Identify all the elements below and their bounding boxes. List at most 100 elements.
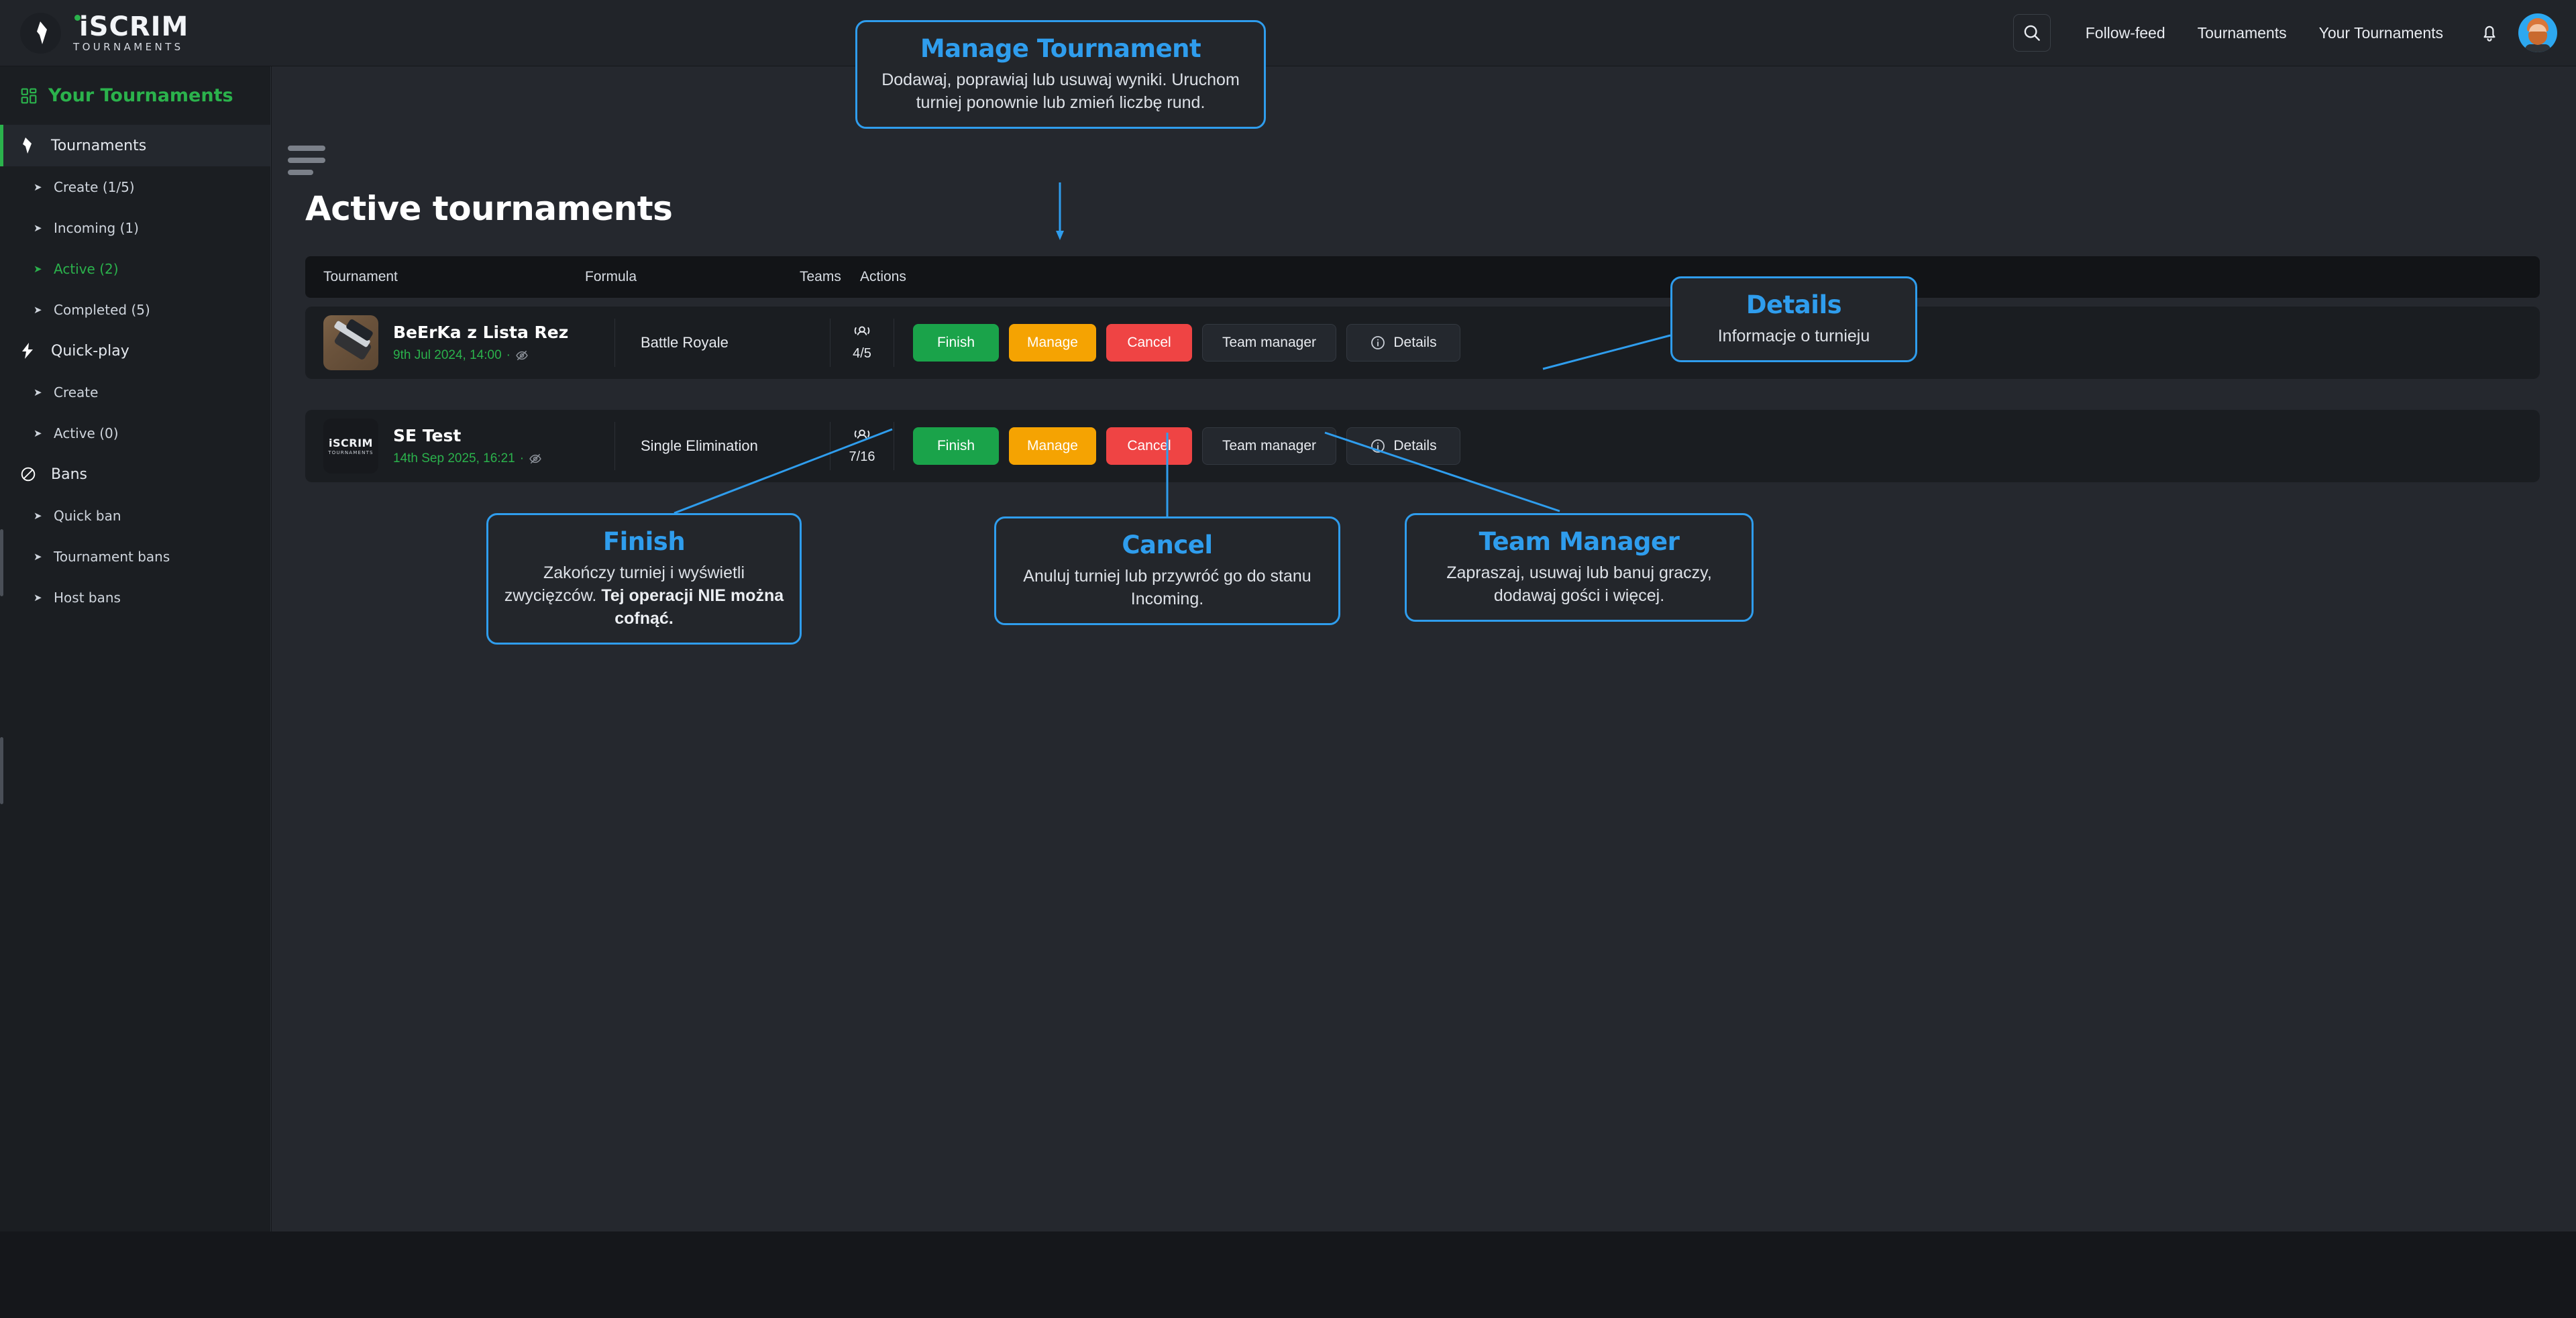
- tournament-name[interactable]: SE Test: [393, 426, 462, 445]
- knife-photo-thumbnail[interactable]: [323, 315, 378, 370]
- sidebar-group-label: Tournaments: [51, 137, 147, 154]
- finish-button[interactable]: Finish: [913, 427, 999, 465]
- sidebar-item-active[interactable]: ➤ Active (2): [0, 248, 270, 289]
- callout-manage-tournament: Manage Tournament Dodawaj, poprawiaj lub…: [855, 20, 1266, 129]
- search-button[interactable]: [2012, 14, 2051, 52]
- chevron-right-icon: ➤: [34, 221, 42, 234]
- manage-button[interactable]: Manage: [1009, 427, 1096, 465]
- sidebar-title: Your Tournaments: [0, 66, 270, 125]
- callout-body-plain: Zakończy turniej i wyświetli zwycięzców.: [504, 563, 745, 606]
- nav-link-your-tournaments[interactable]: Your Tournaments: [2318, 23, 2443, 42]
- sidebar-group-label: Quick-play: [51, 342, 129, 360]
- finish-button[interactable]: Finish: [913, 324, 999, 362]
- brand-subtitle: TOURNAMENTS: [73, 41, 184, 53]
- sidebar-item-label: Incoming (1): [54, 219, 139, 236]
- manage-button[interactable]: Manage: [1009, 324, 1096, 362]
- sidebar-item-host-bans[interactable]: ➤ Host bans: [0, 577, 270, 618]
- row-actions: Finish Manage Cancel Team manager Detail…: [894, 427, 1460, 465]
- nav-link-follow-feed[interactable]: Follow-feed: [2085, 23, 2165, 42]
- callout-title: Team Manager: [1479, 527, 1680, 556]
- callout-body-bold: Tej operacji NIE można cofnąć.: [601, 586, 784, 628]
- tournament-name[interactable]: BeErKa z Lista Rez: [393, 323, 569, 342]
- brand-logo[interactable]: iSCRIM TOURNAMENTS: [20, 12, 189, 54]
- main-content: Active tournaments Tournament Formula Te…: [272, 66, 2576, 1231]
- sidebar-item-completed[interactable]: ➤ Completed (5): [0, 289, 270, 330]
- tournament-name-cell: BeErKa z Lista Rez 9th Jul 2024, 14:00 ·: [393, 323, 614, 363]
- sidebar-item-incoming[interactable]: ➤ Incoming (1): [0, 207, 270, 248]
- column-header-tournament: Tournament: [323, 269, 398, 284]
- chevron-right-icon: ➤: [34, 427, 42, 439]
- grid-dashboard-icon: [21, 88, 37, 103]
- nav-link-tournaments[interactable]: Tournaments: [2197, 23, 2287, 42]
- sidebar-item-label: Create (1/5): [54, 178, 135, 195]
- info-circle-icon: [1371, 439, 1385, 453]
- notification-bell-button[interactable]: [2479, 22, 2500, 44]
- cancel-button[interactable]: Cancel: [1106, 427, 1192, 465]
- sidebar-group-quick-play[interactable]: Quick-play: [0, 330, 270, 372]
- row-actions: Finish Manage Cancel Team manager Detail…: [894, 324, 1460, 362]
- tournament-date-text: 14th Sep 2025, 16:21: [393, 451, 515, 465]
- sidebar-item-tournament-bans[interactable]: ➤ Tournament bans: [0, 536, 270, 577]
- eye-off-icon: [516, 350, 528, 361]
- tournament-teams-cell: 7/16: [830, 428, 894, 465]
- date-separator: ·: [519, 451, 525, 465]
- brand-dot: [74, 15, 80, 21]
- team-manager-button[interactable]: Team manager: [1202, 427, 1336, 465]
- sidebar-item-label: Quick ban: [54, 507, 121, 524]
- hamburger-menu-icon[interactable]: [288, 146, 325, 182]
- sidebar-group-bans[interactable]: Bans: [0, 453, 270, 495]
- column-header-actions: Actions: [860, 269, 906, 284]
- users-group-icon: [854, 429, 870, 439]
- sidebar-item-quickplay-active[interactable]: ➤ Active (0): [0, 413, 270, 453]
- tournament-date: 14th Sep 2025, 16:21 ·: [393, 451, 614, 466]
- table-row: BeErKa z Lista Rez 9th Jul 2024, 14:00 ·…: [305, 307, 2540, 379]
- tournament-teams-count: 7/16: [849, 449, 875, 464]
- search-icon: [2024, 25, 2040, 41]
- sidebar-item-create-tournament[interactable]: ➤ Create (1/5): [0, 166, 270, 207]
- callout-details: Details Informacje o turnieju: [1670, 276, 1917, 363]
- column-header-formula: Formula: [585, 269, 637, 284]
- callout-cancel: Cancel Anuluj turniej lub przywróć go do…: [994, 516, 1340, 625]
- details-button[interactable]: Details: [1346, 324, 1460, 362]
- sidebar-scroll-indicator-2[interactable]: [0, 737, 3, 804]
- date-separator: ·: [506, 348, 511, 362]
- details-label: Details: [1393, 335, 1437, 350]
- ban-circle-icon: [20, 466, 51, 482]
- sidebar-item-label: Active (0): [54, 425, 119, 441]
- column-header-teams: Teams: [800, 269, 841, 284]
- callout-title: Manage Tournament: [920, 34, 1201, 63]
- eye-off-icon: [529, 453, 541, 464]
- sidebar-item-quick-ban[interactable]: ➤ Quick ban: [0, 495, 270, 536]
- sidebar-title-label: Your Tournaments: [48, 85, 233, 106]
- thumbnail-logo-line1: iSCRIM: [329, 437, 373, 449]
- lightning-bolt-icon: [20, 342, 51, 360]
- iscrim-logo-thumbnail[interactable]: iSCRIM TOURNAMENTS: [323, 419, 378, 474]
- callout-body: Zakończy turniej i wyświetli zwycięzców.…: [502, 562, 786, 630]
- sidebar-group-tournaments[interactable]: Tournaments: [0, 125, 270, 166]
- team-manager-button[interactable]: Team manager: [1202, 324, 1336, 362]
- chevron-right-icon: ➤: [34, 386, 42, 398]
- sidebar-item-quickplay-create[interactable]: ➤ Create: [0, 372, 270, 413]
- brand-text: iSCRIM TOURNAMENTS: [73, 13, 189, 52]
- top-navigation-bar: iSCRIM TOURNAMENTS Follow-feed Tournamen…: [0, 0, 2576, 66]
- callout-body: Dodawaj, poprawiaj lub usuwaj wyniki. Ur…: [881, 70, 1240, 113]
- tournament-name-cell: SE Test 14th Sep 2025, 16:21 ·: [393, 426, 614, 466]
- info-circle-icon: [1371, 336, 1385, 349]
- details-button[interactable]: Details: [1346, 427, 1460, 465]
- avatar[interactable]: [2518, 13, 2557, 52]
- tournament-date-text: 9th Jul 2024, 14:00: [393, 348, 502, 362]
- sidebar-item-label: Host bans: [54, 589, 121, 606]
- callout-body: Anuluj turniej lub przywróć go do stanu …: [1023, 567, 1311, 609]
- chevron-right-icon: ➤: [34, 180, 42, 193]
- callout-team-manager: Team Manager Zapraszaj, usuwaj lub banuj…: [1405, 513, 1754, 622]
- notification-bell-icon: [2483, 25, 2496, 42]
- chevron-right-icon: ➤: [34, 303, 42, 316]
- flag-icon: [20, 137, 51, 154]
- sidebar-scroll-indicator-1[interactable]: [0, 529, 3, 596]
- callout-title: Details: [1746, 290, 1842, 319]
- cancel-button[interactable]: Cancel: [1106, 324, 1192, 362]
- chevron-right-icon: ➤: [34, 509, 42, 522]
- callout-finish: Finish Zakończy turniej i wyświetli zwyc…: [486, 513, 802, 645]
- callout-title: Finish: [602, 527, 686, 556]
- thumbnail-logo-line2: TOURNAMENTS: [328, 450, 374, 455]
